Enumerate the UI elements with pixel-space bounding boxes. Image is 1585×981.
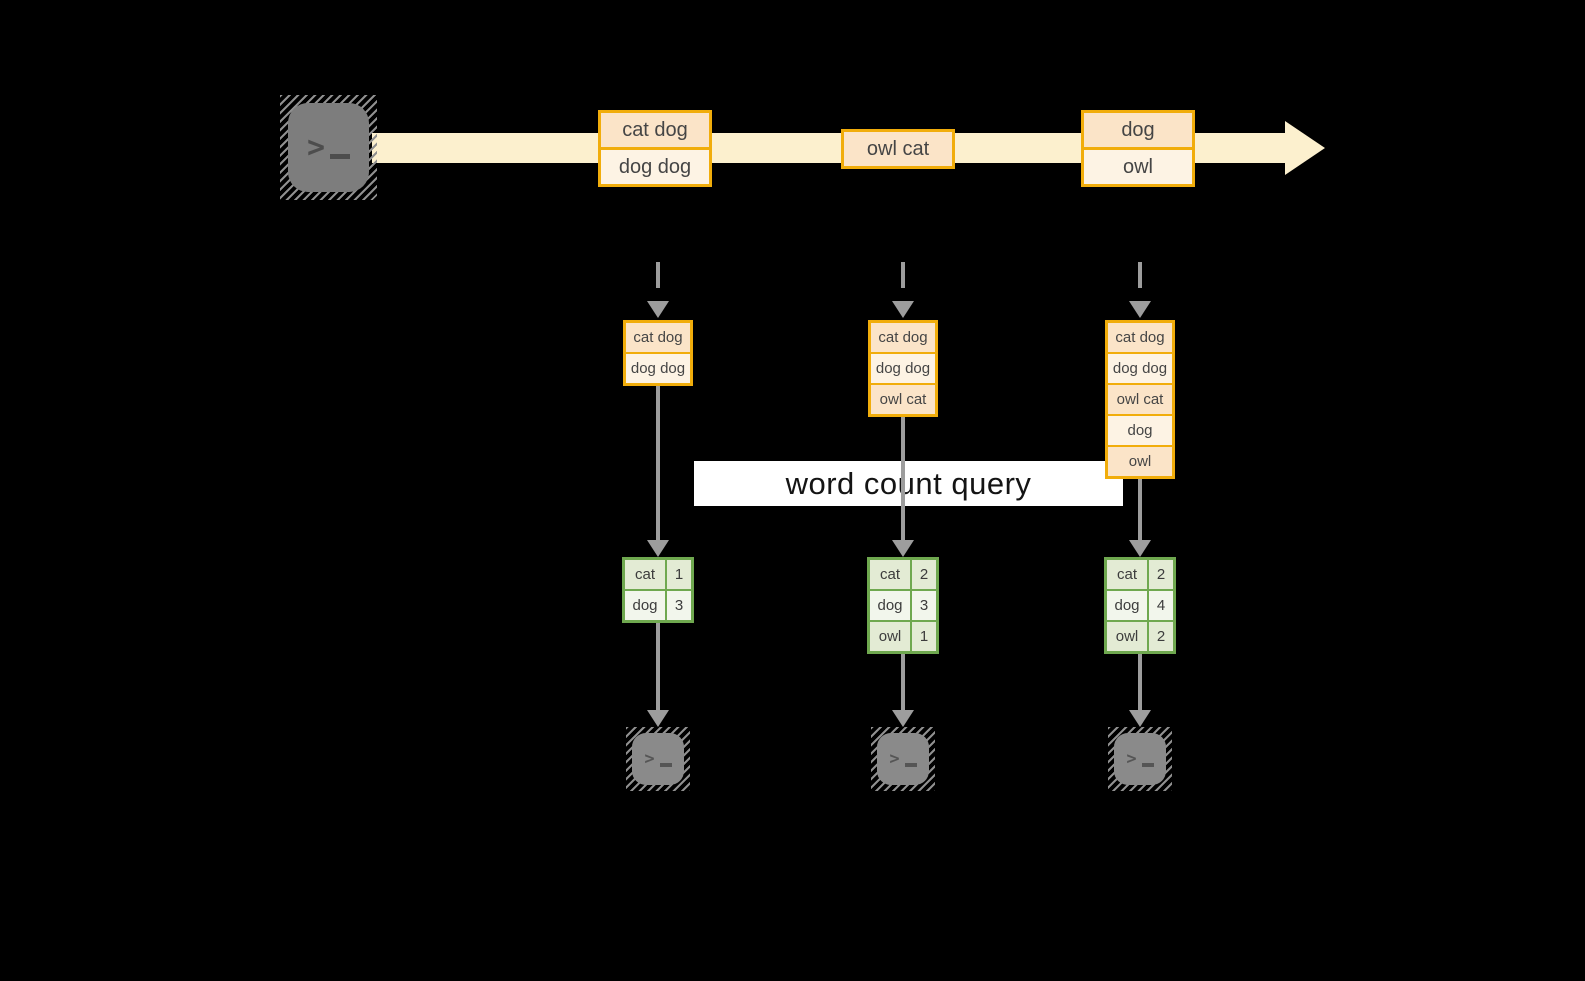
output-arrow-shaft [1138,654,1142,712]
stream-record: cat dog [601,113,709,147]
buffer-record: owl [1108,445,1172,476]
count-cell: 1 [912,622,936,651]
buffer-record: dog [1108,414,1172,445]
terminal-body: > [1114,733,1166,785]
count-cell: 3 [667,591,691,620]
terminal-prompt-chevron-icon: > [889,749,900,769]
word-cell: cat [625,560,667,589]
sink-terminal-icon: > [626,727,690,791]
stream-arrowhead-icon [1285,121,1325,175]
terminal-body: > [877,733,929,785]
terminal-prompt-chevron-icon: > [644,749,655,769]
ingest-arrow-dash [656,262,660,288]
buffer-record: dog dog [1108,352,1172,383]
word-cell: dog [870,591,912,620]
word-cell: owl [870,622,912,651]
terminal-prompt-underscore-icon [330,154,351,159]
query-arrow-shaft [1138,479,1142,542]
terminal-prompt-underscore-icon [659,762,672,767]
query-arrow-shaft [901,417,905,542]
output-arrow-head-icon [1129,710,1151,727]
source-terminal-icon: > [280,95,377,200]
count-cell: 3 [912,591,936,620]
output-arrow-shaft [901,654,905,712]
sink-terminal-icon: > [871,727,935,791]
buffer-record: dog dog [626,352,690,383]
terminal-prompt-chevron-icon: > [1126,749,1137,769]
buffer-record: cat dog [871,323,935,352]
terminal-body: > [288,103,369,192]
buffer-record: cat dog [1108,323,1172,352]
terminal-prompt-underscore-icon [1141,762,1154,767]
sink-terminal-icon: > [1108,727,1172,791]
stream-record: owl cat [844,132,952,166]
terminal-prompt-chevron-icon: > [306,130,326,165]
ingest-arrow-head-icon [892,301,914,318]
query-arrow-head-icon [647,540,669,557]
ingest-arrow-dash [1138,262,1142,288]
count-cell: 4 [1149,591,1173,620]
stream-batch: owl cat [841,129,955,169]
buffer-record: owl cat [1108,383,1172,414]
ingest-arrow-head-icon [1129,301,1151,318]
count-cell: 2 [1149,560,1173,589]
buffer-record: cat dog [626,323,690,352]
query-label-band: word count query [694,461,1123,506]
word-cell: owl [1107,622,1149,651]
word-cell: cat [1107,560,1149,589]
output-arrow-shaft [656,623,660,712]
query-arrow-head-icon [1129,540,1151,557]
output-arrow-head-icon [892,710,914,727]
word-cell: dog [625,591,667,620]
word-cell: dog [1107,591,1149,620]
buffer-record: dog dog [871,352,935,383]
stream-record: dog dog [601,147,709,184]
ingest-arrow-head-icon [647,301,669,318]
query-arrow-shaft [656,386,660,542]
count-cell: 2 [1149,622,1173,651]
word-cell: cat [870,560,912,589]
terminal-prompt-underscore-icon [904,762,917,767]
query-arrow-head-icon [892,540,914,557]
stream-record: dog [1084,113,1192,147]
output-arrow-head-icon [647,710,669,727]
ingest-arrow-dash [901,262,905,288]
stream-record: owl [1084,147,1192,184]
terminal-body: > [632,733,684,785]
query-label: word count query [785,465,1032,501]
buffer-record: owl cat [871,383,935,414]
count-cell: 2 [912,560,936,589]
count-cell: 1 [667,560,691,589]
